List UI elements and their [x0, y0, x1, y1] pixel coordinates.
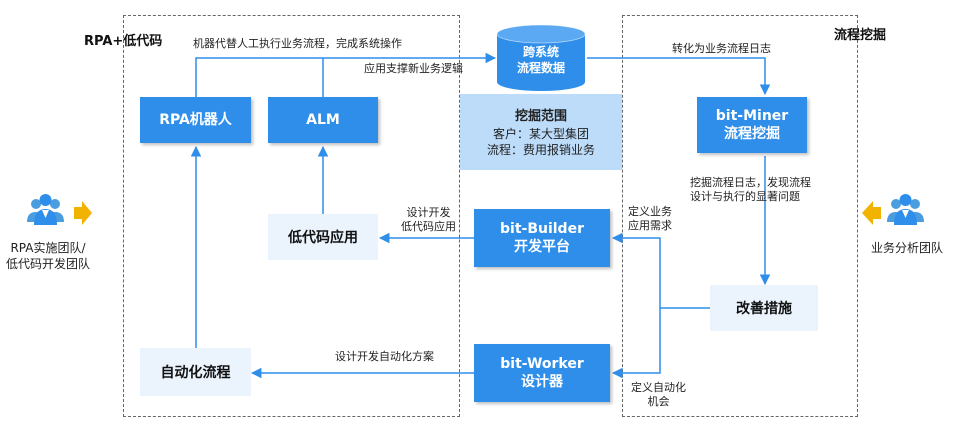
flow-data-line1: 跨系统	[522, 45, 559, 59]
rpa-robot-node: RPA机器人	[140, 97, 251, 143]
left-team-line1: RPA实施团队/	[10, 241, 86, 255]
flow-data-line2: 流程数据	[516, 61, 565, 75]
mining-scope-box: 挖掘范围 客户：某大型集团 流程：费用报销业务	[460, 94, 622, 170]
bit-builder-line1: bit-Builder	[500, 221, 584, 237]
define-auto-line2: 机会	[647, 395, 670, 408]
define-req-line2: 应用需求	[628, 219, 672, 232]
rpa-lowcode-region	[123, 15, 460, 417]
left-team-line2: 低代码开发团队	[6, 257, 91, 271]
auto-flow-node: 自动化流程	[140, 348, 251, 396]
data-to-miner-line	[587, 57, 771, 96]
improve-to-worker-line	[611, 308, 661, 379]
scope-customer: 客户：某大型集团	[492, 127, 589, 141]
lowcode-app-node: 低代码应用	[268, 214, 378, 260]
bit-miner-line2: 流程挖掘	[724, 126, 780, 142]
scope-process: 流程：费用报销业务	[486, 143, 595, 157]
define-req-label: 定义业务 应用需求	[628, 205, 672, 233]
bit-worker-line2: 设计器	[521, 374, 563, 390]
top-flow-line	[195, 52, 497, 97]
bit-worker-node: bit-Worker 设计器	[474, 344, 610, 402]
process-mining-title: 流程挖掘	[834, 28, 887, 43]
process-mining-region	[622, 15, 858, 417]
define-auto-line1: 定义自动化	[631, 381, 686, 394]
lowcode-app-label: 低代码应用	[288, 230, 358, 246]
mine-label-line2: 设计与执行的显著问题	[690, 190, 800, 203]
left-team-people-icon	[27, 194, 64, 225]
left-yellow-arrow-icon	[74, 201, 92, 225]
alm-label: ALM	[306, 112, 340, 128]
to-log-label: 转化为业务流程日志	[672, 42, 771, 55]
rpa-lowcode-title: RPA+低代码	[84, 34, 163, 49]
bit-builder-line2: 开发平台	[514, 239, 570, 255]
design-dev-label: 设计开发 低代码应用	[401, 206, 456, 234]
improve-node: 改善措施	[710, 285, 818, 331]
alm-node: ALM	[268, 97, 378, 143]
bit-worker-line1: bit-Worker	[500, 356, 584, 372]
bit-miner-node: bit-Miner 流程挖掘	[697, 97, 807, 153]
mine-label: 挖掘流程日志，发现流程 设计与执行的显著问题	[690, 176, 811, 204]
flow-data-node: 跨系统 流程数据	[497, 44, 585, 76]
design-dev-line1: 设计开发	[406, 206, 451, 219]
improve-label: 改善措施	[736, 301, 792, 317]
database-cylinder-icon	[496, 24, 586, 91]
design-auto-label: 设计开发自动化方案	[335, 350, 434, 363]
rpa-robot-label: RPA机器人	[159, 112, 232, 128]
top-flow-label: 机器代替人工执行业务流程，完成系统操作	[193, 37, 402, 50]
auto-flow-label: 自动化流程	[160, 365, 231, 381]
mine-label-line1: 挖掘流程日志，发现流程	[690, 176, 811, 189]
design-dev-line2: 低代码应用	[401, 220, 456, 233]
left-team-label: RPA实施团队/ 低代码开发团队	[6, 240, 90, 272]
define-auto-label: 定义自动化 机会	[631, 381, 686, 409]
right-team-label: 业务分析团队	[871, 241, 944, 255]
app-support-label: 应用支撑新业务逻辑	[364, 62, 463, 75]
scope-title: 挖掘范围	[514, 109, 567, 124]
bit-builder-node: bit-Builder 开发平台	[474, 209, 610, 267]
define-req-line1: 定义业务	[628, 205, 672, 218]
right-yellow-arrow-icon	[862, 201, 881, 225]
right-team-people-icon	[887, 194, 924, 225]
bit-miner-line1: bit-Miner	[715, 108, 789, 124]
improve-to-builder-line	[611, 232, 710, 309]
